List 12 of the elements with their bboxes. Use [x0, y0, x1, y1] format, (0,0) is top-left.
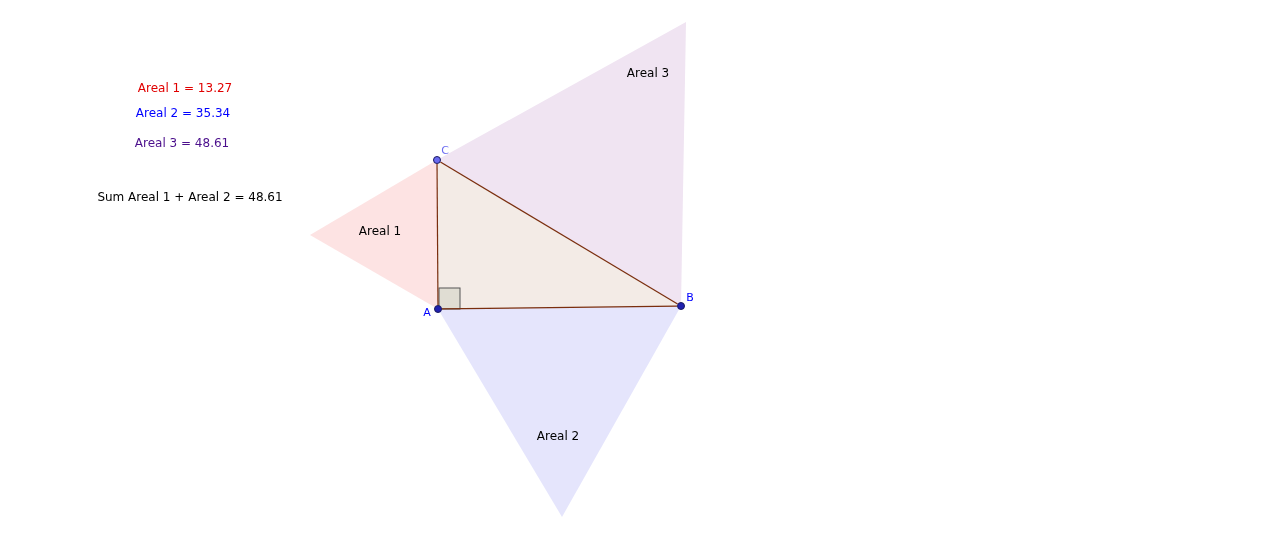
area-value-text: Sum Areal 1 + Areal 2 = 48.61 [97, 190, 283, 204]
area-value-text: Areal 3 = 48.61 [134, 136, 230, 150]
area-value-text: Areal 2 = 35.34 [135, 106, 231, 120]
point-label: B [686, 290, 694, 304]
point-label: A [423, 305, 431, 319]
area-label: Areal 3 [626, 66, 670, 80]
area-value-text: Areal 1 = 13.27 [137, 81, 233, 95]
area-label: Areal 1 [358, 224, 402, 238]
triangle-side [441, 305, 678, 310]
area-label: Areal 2 [536, 429, 580, 443]
triangle-side [436, 163, 439, 306]
point-label: C [441, 143, 449, 157]
